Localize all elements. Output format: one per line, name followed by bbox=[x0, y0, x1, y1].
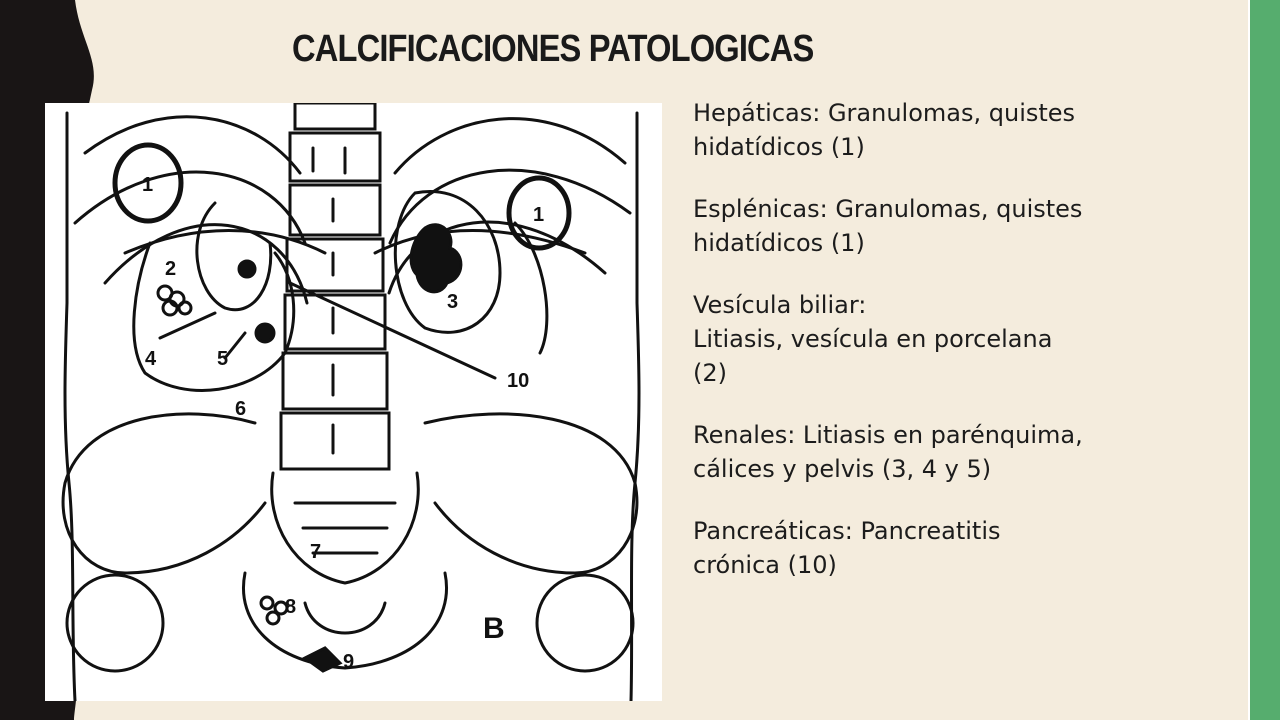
figure-label-10: 10 bbox=[507, 370, 529, 392]
item-line: hidatídicos (1) bbox=[693, 133, 865, 161]
figure-mark-b: B bbox=[483, 612, 505, 645]
figure-label-7: 7 bbox=[310, 541, 321, 563]
item-esplenicas: Esplénicas: Granulomas, quistes hidatídi… bbox=[693, 192, 1238, 260]
item-hepaticas: Hepáticas: Granulomas, quistes hidatídic… bbox=[693, 96, 1238, 164]
item-line: Pancreáticas: Pancreatitis bbox=[693, 517, 1001, 545]
figure-label-3: 3 bbox=[447, 291, 458, 313]
figure-label-5: 5 bbox=[217, 348, 228, 370]
right-band-edge bbox=[1248, 0, 1251, 720]
item-pancreaticas: Pancreáticas: Pancreatitis crónica (10) bbox=[693, 514, 1238, 582]
item-line: Renales: Litiasis en parénquima, bbox=[693, 421, 1083, 449]
item-line: Litiasis, vesícula en porcelana bbox=[693, 325, 1053, 353]
slide-title: CALCIFICACIONES PATOLOGICAS bbox=[292, 28, 814, 70]
item-renales: Renales: Litiasis en parénquima, cálices… bbox=[693, 418, 1238, 486]
figure-label-8: 8 bbox=[285, 596, 296, 618]
item-line: Hepáticas: Granulomas, quistes bbox=[693, 99, 1076, 127]
figure-label-2: 2 bbox=[165, 258, 176, 280]
abdominal-xray-diagram: 1 1 2 3 4 5 6 7 8 9 10 B bbox=[45, 103, 662, 701]
item-line: Esplénicas: Granulomas, quistes bbox=[693, 195, 1083, 223]
item-vesicula-biliar: Vesícula biliar: Litiasis, vesícula en p… bbox=[693, 288, 1238, 390]
figure-label-1-right: 1 bbox=[533, 204, 544, 226]
right-decorative-band bbox=[1250, 0, 1280, 720]
findings-list: Hepáticas: Granulomas, quistes hidatídic… bbox=[693, 96, 1238, 582]
item-line: cálices y pelvis (3, 4 y 5) bbox=[693, 455, 992, 483]
item-line: Vesícula biliar: bbox=[693, 291, 867, 319]
item-line: (2) bbox=[693, 359, 727, 387]
item-line: hidatídicos (1) bbox=[693, 229, 865, 257]
figure-label-9: 9 bbox=[343, 651, 354, 673]
figure-label-4: 4 bbox=[145, 348, 157, 370]
figure-label-6: 6 bbox=[235, 398, 246, 420]
item-line: crónica (10) bbox=[693, 551, 837, 579]
figure-label-1-left: 1 bbox=[142, 174, 153, 196]
